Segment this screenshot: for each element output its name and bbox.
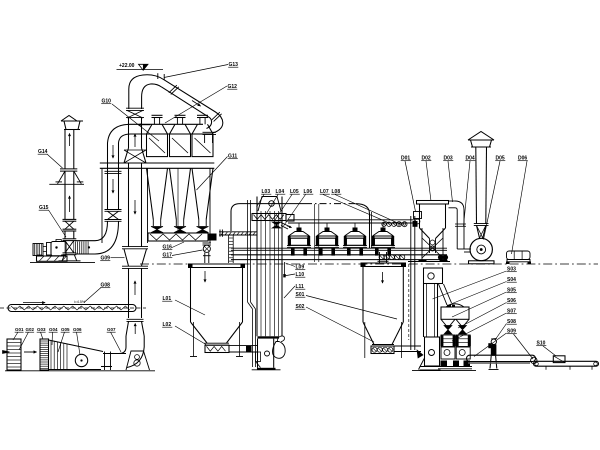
svg-text:G01: G01 (15, 327, 24, 332)
svg-text:G04: G04 (49, 327, 58, 332)
svg-text:L04: L04 (276, 189, 285, 195)
svg-text:S02: S02 (296, 304, 305, 310)
svg-text:L02: L02 (163, 322, 172, 328)
svg-text:S07: S07 (507, 309, 516, 315)
svg-text:G15: G15 (39, 205, 49, 211)
svg-text:i=4.5%: i=4.5% (74, 300, 86, 304)
svg-text:G14: G14 (38, 149, 48, 155)
svg-text:D04: D04 (466, 156, 475, 162)
svg-text:G07: G07 (107, 327, 116, 332)
svg-text:L10: L10 (296, 272, 305, 278)
svg-text:L03: L03 (262, 189, 271, 195)
svg-text:S06: S06 (507, 298, 516, 304)
svg-text:D03: D03 (444, 156, 453, 162)
svg-text:G11: G11 (228, 154, 237, 160)
svg-text:+22.00: +22.00 (119, 63, 135, 69)
svg-text:S03: S03 (507, 267, 516, 273)
svg-text:G08: G08 (101, 283, 111, 289)
svg-text:D06: D06 (518, 156, 527, 162)
svg-text:G13: G13 (229, 62, 239, 68)
svg-text:G05: G05 (61, 327, 70, 332)
svg-text:G03: G03 (37, 327, 46, 332)
svg-text:S09: S09 (507, 329, 516, 335)
svg-text:L09: L09 (296, 265, 305, 271)
svg-text:L08: L08 (332, 189, 341, 195)
svg-text:L06: L06 (304, 189, 313, 195)
svg-text:G09: G09 (101, 256, 111, 262)
svg-text:L01: L01 (163, 296, 172, 302)
svg-text:S04: S04 (507, 277, 516, 283)
svg-text:S10: S10 (537, 341, 546, 347)
svg-text:G06: G06 (73, 327, 82, 332)
svg-text:D05: D05 (496, 156, 505, 162)
svg-text:G16: G16 (163, 245, 173, 251)
svg-text:G02: G02 (26, 327, 35, 332)
svg-text:G12: G12 (228, 84, 238, 90)
svg-text:L05: L05 (290, 189, 299, 195)
svg-text:L11: L11 (296, 284, 305, 290)
svg-text:S01: S01 (296, 292, 305, 298)
svg-text:L07: L07 (320, 189, 329, 195)
svg-text:D02: D02 (422, 156, 431, 162)
svg-text:S05: S05 (507, 288, 516, 294)
svg-text:G17: G17 (163, 253, 173, 259)
svg-text:D01: D01 (401, 156, 410, 162)
svg-text:G10: G10 (102, 99, 112, 105)
svg-text:S08: S08 (507, 319, 516, 325)
